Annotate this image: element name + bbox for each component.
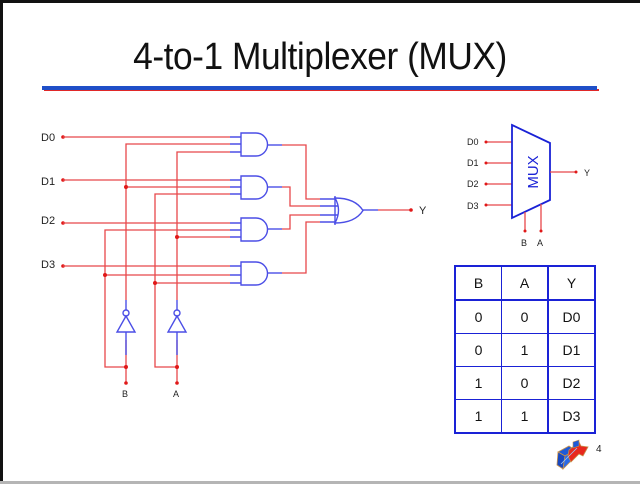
cell-y: D0 [547, 299, 596, 334]
header-cell-y: Y [547, 265, 596, 301]
junction-dot [175, 365, 179, 369]
cell-b: 0 [454, 333, 502, 367]
output-terminal-y [409, 208, 413, 212]
mux-output-label-y: Y [584, 168, 590, 178]
header-cell-b: B [454, 265, 502, 301]
table-row: 1 0 D2 [454, 366, 596, 400]
input-label-d2: D2 [41, 215, 55, 227]
cell-y: D1 [547, 333, 596, 367]
mux-input-label-d0: D0 [467, 137, 479, 147]
and-gate-4-icon [230, 261, 282, 286]
header-cell-a: A [501, 265, 549, 301]
cell-b: 1 [454, 366, 502, 400]
truth-table: B A Y 0 0 D0 0 1 D1 1 0 D2 1 1 D3 [454, 265, 596, 434]
inverter-a-icon [166, 300, 188, 355]
cell-a: 1 [501, 399, 549, 434]
and-to-or-wires [282, 144, 320, 274]
page-number: 4 [596, 444, 602, 455]
mux-select-label-a: A [537, 238, 543, 248]
junction-dot [103, 273, 107, 277]
slide-frame-top [0, 0, 640, 3]
slide-title: 4-to-1 Multiplexer (MUX) [133, 36, 507, 78]
title-underline-blue [42, 86, 597, 90]
cell-y: D2 [547, 366, 596, 400]
cell-a: 0 [501, 366, 549, 400]
table-row: 1 1 D3 [454, 399, 596, 434]
select-wires [104, 143, 230, 383]
data-wires [63, 136, 230, 267]
table-row: 0 1 D1 [454, 333, 596, 367]
output-label-y: Y [419, 205, 427, 217]
junction-dot [124, 185, 128, 189]
select-label-b: B [122, 389, 128, 399]
mux-label: MUX [525, 155, 542, 188]
cell-a: 0 [501, 299, 549, 334]
table-row: 0 0 D0 [454, 299, 596, 334]
select-label-a: A [173, 389, 179, 399]
cube-arrow-logo-icon [556, 439, 589, 471]
and-gate-1-icon [230, 132, 282, 157]
mux-input-label-d3: D3 [467, 201, 479, 211]
input-label-d0: D0 [41, 132, 55, 144]
or-gate-icon [320, 196, 378, 225]
mux-input-label-d2: D2 [467, 179, 479, 189]
mux-input-label-d1: D1 [467, 158, 479, 168]
mux-block-symbol: D0 D1 D2 D3 MUX Y B A [467, 123, 590, 248]
select-terminal-a [175, 381, 179, 385]
input-label-d3: D3 [41, 259, 55, 271]
select-terminal-b [124, 381, 128, 385]
and-gate-2-icon [230, 175, 282, 200]
cell-b: 1 [454, 399, 502, 434]
junction-dot [175, 235, 179, 239]
cell-b: 0 [454, 299, 502, 334]
title-underline-red [44, 89, 599, 91]
cell-y: D3 [547, 399, 596, 434]
cell-a: 1 [501, 333, 549, 367]
slide-frame-bottom [0, 481, 640, 484]
junction-dot [124, 365, 128, 369]
inverter-b-icon [115, 300, 137, 355]
mux-select-label-b: B [521, 238, 527, 248]
input-label-d1: D1 [41, 176, 55, 188]
junction-dot [153, 281, 157, 285]
and-gate-3-icon [230, 217, 282, 242]
truth-table-header-row: B A Y [454, 265, 596, 301]
slide-frame-left [0, 0, 3, 484]
